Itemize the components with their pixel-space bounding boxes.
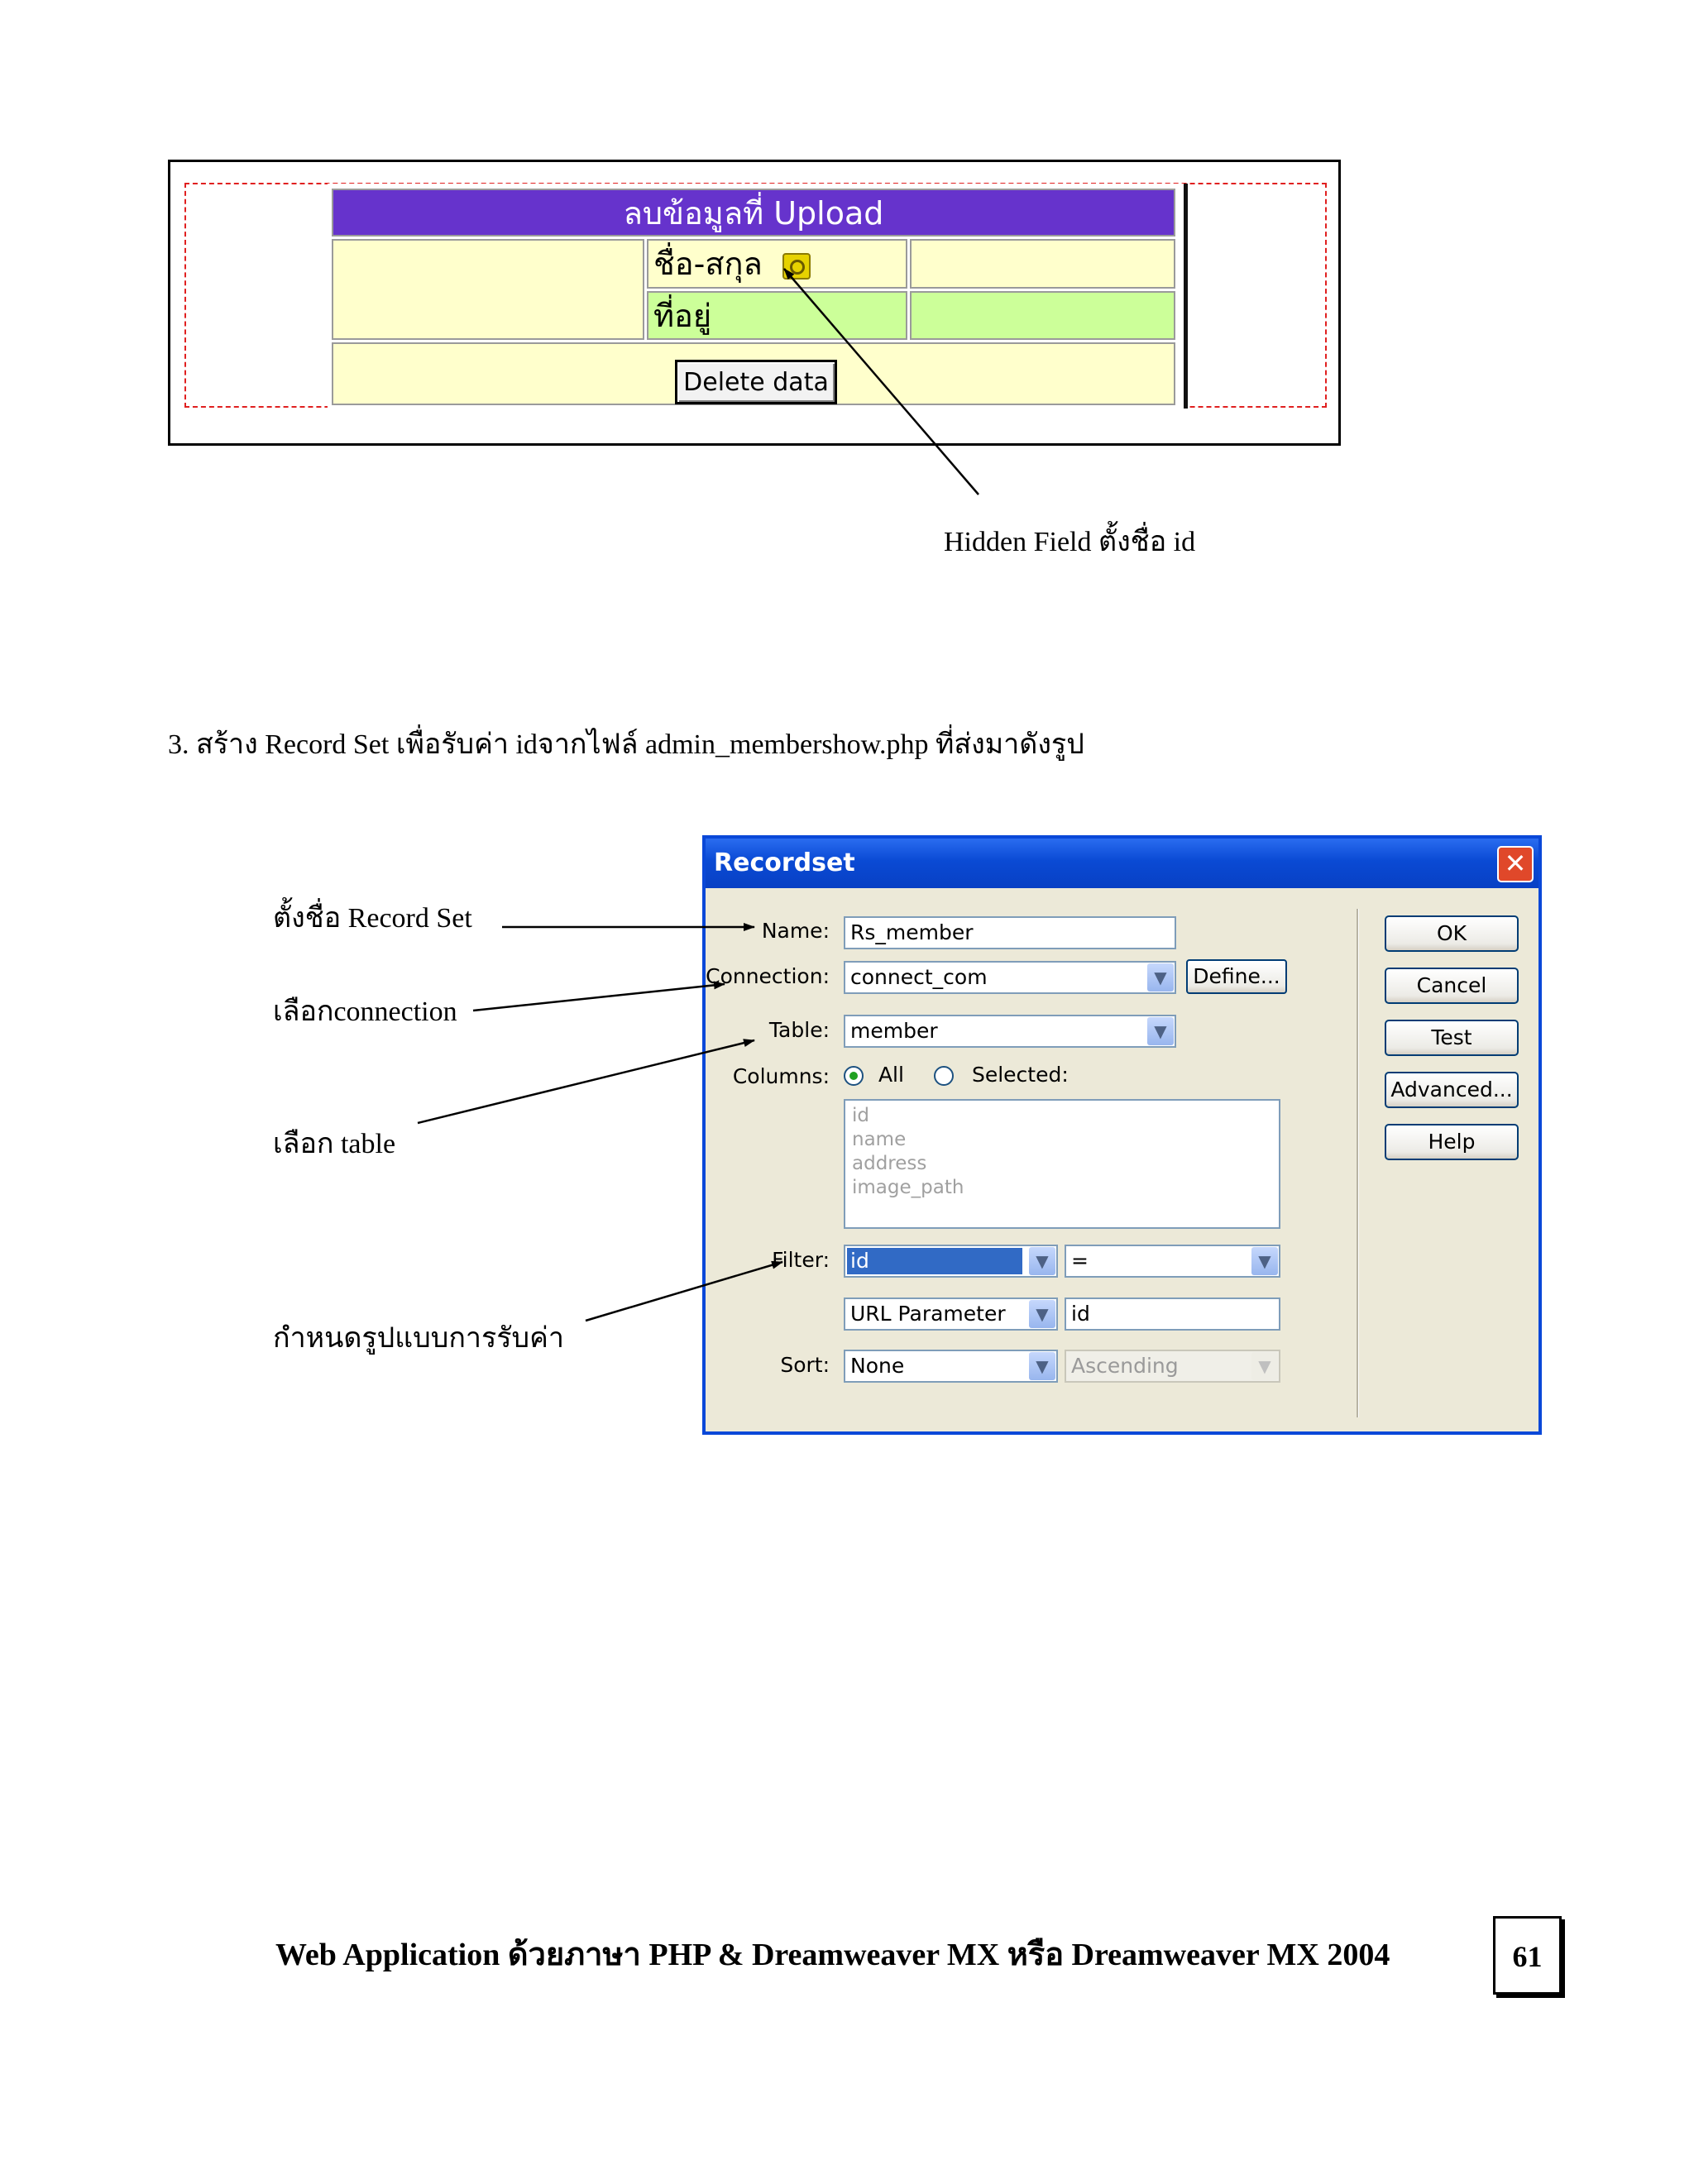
sort-order-value: Ascending [1071, 1354, 1179, 1378]
radio-selected[interactable] [934, 1066, 954, 1086]
connection-select[interactable]: connect_com ▼ [844, 961, 1176, 994]
sort-order-select: Ascending ▼ [1065, 1350, 1280, 1383]
connection-label: Connection: [706, 964, 830, 988]
address-label: ที่อยู่ [653, 298, 712, 334]
chevron-down-icon[interactable]: ▼ [1029, 1300, 1055, 1328]
help-button[interactable]: Help [1385, 1124, 1519, 1160]
columns-listbox[interactable]: id name address image_path [844, 1099, 1280, 1229]
test-button[interactable]: Test [1385, 1020, 1519, 1056]
table-label: Table: [768, 1018, 830, 1042]
columns-all-option[interactable]: All [844, 1063, 904, 1087]
table-value: member [850, 1019, 938, 1043]
form-header: ลบข้อมูลที่ Upload [332, 189, 1175, 237]
filter-arrow [585, 1260, 783, 1322]
annotation-name: ตั้งชื่อ Record Set [273, 903, 472, 934]
hidden-field-caption: Hidden Field ตั้งชื่อ id [944, 527, 1196, 557]
annotation-connection: เลือกconnection [273, 996, 457, 1027]
name-row: ชื่อ-สกุล [647, 239, 907, 289]
column-item[interactable]: name [852, 1129, 907, 1150]
recordset-dialog: Recordset ✕ Name: Rs_member Connection: … [702, 835, 1542, 1435]
annotation-filter: กำหนดรูปแบบการรับค่า [273, 1323, 564, 1354]
annotation-table: เลือก table [273, 1129, 396, 1159]
radio-all[interactable] [844, 1066, 864, 1086]
dialog-separator [1357, 909, 1359, 1417]
ok-button[interactable]: OK [1385, 915, 1519, 952]
delete-data-button[interactable]: Delete data [675, 360, 837, 404]
delete-form-screenshot: ลบข้อมูลที่ Upload ชื่อ-สกุล ที่อยู่ Del… [168, 160, 1341, 446]
column-item[interactable]: image_path [852, 1177, 964, 1198]
dialog-title: Recordset [714, 848, 855, 877]
page-number: 61 [1493, 1916, 1562, 1995]
form-left-cell [332, 239, 644, 340]
filter-operator-value: = [1071, 1249, 1089, 1273]
connection-arrow [472, 981, 725, 1012]
filter-column-select[interactable]: id ▼ [844, 1245, 1058, 1278]
columns-label: Columns: [732, 1064, 830, 1088]
address-row: ที่อยู่ [647, 291, 907, 340]
define-button[interactable]: Define... [1186, 959, 1287, 994]
table-arrow [417, 1039, 755, 1125]
sort-column-select[interactable]: None ▼ [844, 1350, 1058, 1383]
name-label: Name: [761, 919, 830, 943]
sort-column-value: None [850, 1354, 905, 1378]
close-icon[interactable]: ✕ [1497, 846, 1534, 882]
cancel-button[interactable]: Cancel [1385, 968, 1519, 1004]
sort-label: Sort: [780, 1353, 830, 1377]
filter-source-select[interactable]: URL Parameter ▼ [844, 1297, 1058, 1331]
filter-value-input[interactable]: id [1065, 1297, 1280, 1331]
filter-source-value: URL Parameter [850, 1302, 1006, 1326]
columns-selected-option[interactable]: Selected: [934, 1063, 1069, 1087]
filter-column-value: id [850, 1249, 869, 1273]
chevron-down-icon[interactable]: ▼ [1147, 1017, 1174, 1045]
column-item[interactable]: address [852, 1153, 927, 1174]
chevron-down-icon[interactable]: ▼ [1251, 1247, 1278, 1275]
hidden-field-arrow [783, 268, 979, 495]
step-3-text: 3. สร้าง Record Set เพื่อรับค่า idจากไฟล… [168, 729, 1084, 760]
table-select[interactable]: member ▼ [844, 1015, 1176, 1048]
chevron-down-icon[interactable]: ▼ [1147, 963, 1174, 992]
connection-value: connect_com [850, 965, 988, 989]
columns-all-label: All [878, 1063, 904, 1087]
advanced-button[interactable]: Advanced... [1385, 1072, 1519, 1108]
filter-operator-select[interactable]: = ▼ [1065, 1245, 1280, 1278]
name-input[interactable]: Rs_member [844, 916, 1176, 949]
name-label: ชื่อ-สกุล [653, 246, 763, 282]
column-item[interactable]: id [852, 1105, 869, 1126]
address-value-cell [910, 291, 1175, 340]
dialog-title-bar[interactable]: Recordset [706, 839, 1538, 888]
chevron-down-icon[interactable]: ▼ [1029, 1352, 1055, 1380]
chevron-down-icon[interactable]: ▼ [1029, 1247, 1055, 1275]
name-value-cell [910, 239, 1175, 289]
columns-selected-label: Selected: [971, 1063, 1069, 1087]
page-footer-title: Web Application ด้วยภาษา PHP & Dreamweav… [275, 1938, 1390, 1972]
chevron-down-icon: ▼ [1251, 1352, 1278, 1380]
delete-form-table: ลบข้อมูลที่ Upload ชื่อ-สกุล ที่อยู่ Del… [328, 184, 1188, 409]
